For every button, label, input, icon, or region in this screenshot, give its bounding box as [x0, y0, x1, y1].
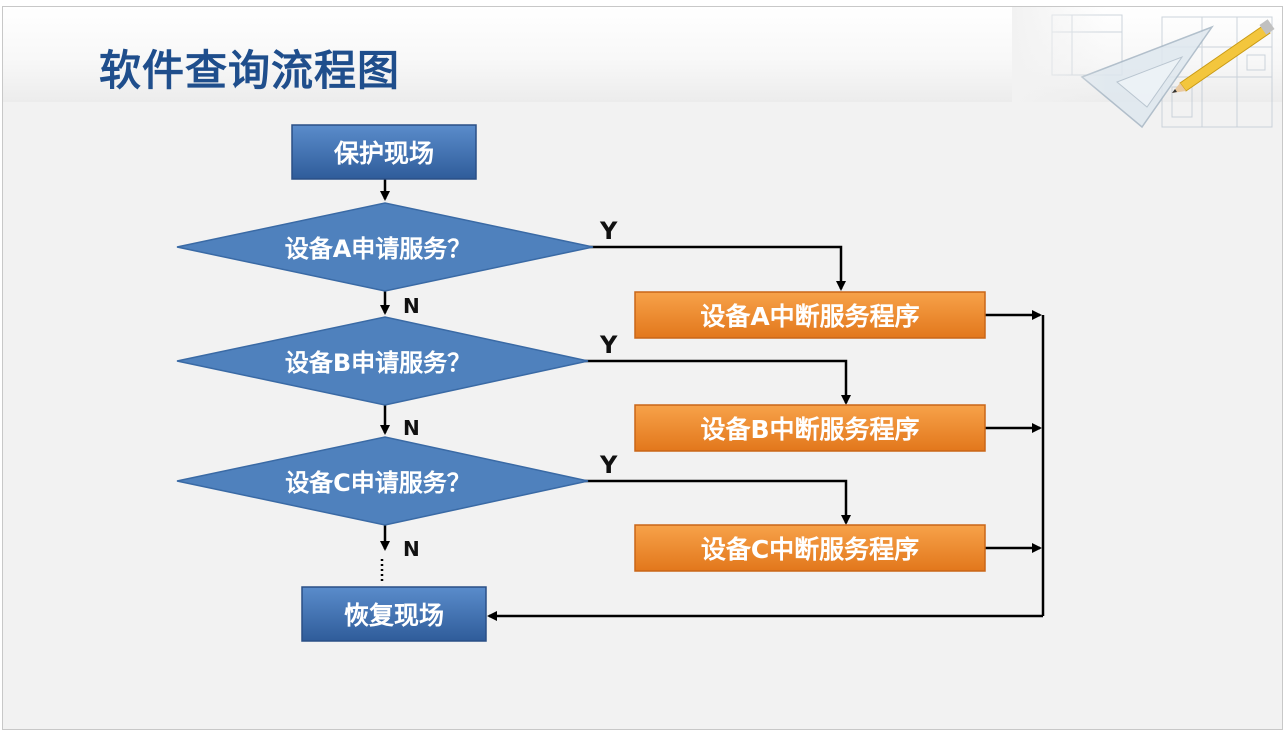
node-isr-c: 设备C中断服务程序	[634, 524, 986, 572]
decision-c-label: 设备C申请服务？	[285, 469, 471, 497]
arrow-dec-b-yes	[584, 359, 851, 405]
node-protect-label: 保护现场	[333, 139, 434, 168]
drafting-decoration	[1012, 7, 1282, 137]
decision-b: 设备B申请服务？	[176, 316, 589, 406]
node-protect: 保护现场	[291, 124, 477, 180]
isr-a-label: 设备A中断服务程序	[700, 302, 919, 331]
slide: 软件查询流程图	[2, 6, 1283, 730]
decision-b-label: 设备B申请服务？	[285, 349, 471, 377]
label-no-c: N	[403, 537, 420, 561]
node-isr-b: 设备B中断服务程序	[634, 404, 986, 452]
node-restore: 恢复现场	[301, 586, 487, 642]
connectors	[380, 179, 1045, 621]
label-yes-a: Y	[599, 217, 618, 245]
node-isr-a: 设备A中断服务程序	[634, 291, 986, 339]
page-title: 软件查询流程图	[99, 46, 401, 95]
label-no-b: N	[403, 416, 420, 440]
decision-a-label: 设备A申请服务？	[285, 235, 472, 263]
decision-c: 设备C申请服务？	[176, 436, 589, 526]
flowchart: 保护现场 设备A申请服务？ 设备B申请服务？ 设备C申请服务？ 设备A中断服务程…	[176, 124, 1045, 642]
decision-a: 设备A申请服务？	[176, 202, 594, 292]
arrow-dec-c-yes	[584, 479, 851, 525]
label-no-a: N	[403, 294, 420, 318]
label-yes-b: Y	[599, 331, 618, 359]
label-yes-c: Y	[599, 451, 618, 479]
node-restore-label: 恢复现场	[344, 601, 444, 630]
arrow-dec-a-yes	[589, 245, 846, 291]
isr-b-label: 设备B中断服务程序	[700, 415, 919, 444]
isr-c-label: 设备C中断服务程序	[701, 535, 919, 564]
